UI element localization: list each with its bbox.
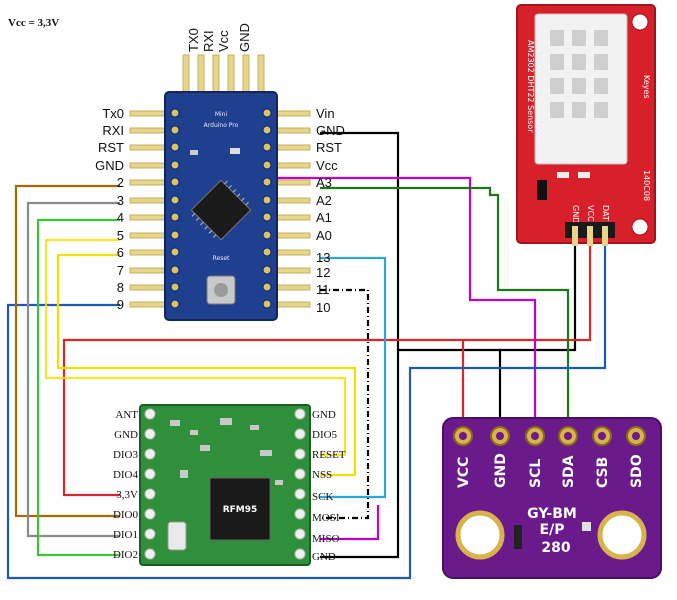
wire-reset [44,238,347,457]
arduino-left-pin-7: 5 [117,228,124,243]
lora-right-pin-5: MOSI [312,512,340,524]
bme-pin-0: VCC [456,457,472,488]
arduino-right-pin-11: 10 [316,300,330,315]
wire-vcc-lora [62,338,463,497]
lora-right-pin-0: GND [312,409,336,421]
bme-pin-1: GND [493,453,509,488]
dht-pin-2: DAT [601,205,610,221]
mount-hole-left [455,510,505,560]
lora-left-pin-0: ANT [115,409,138,421]
dht-pin-0: GND [571,205,580,223]
wire-mosi [320,288,370,520]
lora-right-pin-7: GND [312,551,336,563]
arduino-right-pin-8: 13 [316,250,330,265]
arduino-right-pin-3: Vcc [316,158,338,173]
arduino-pro-mini: Mini Arduino Pro Reset [129,54,311,321]
arduino-left-pin-1: RXI [102,123,124,138]
arduino-left-pin-11: 9 [117,297,124,312]
arduino-left-pin-2: RST [98,140,124,155]
lora-left-pin-5: DIO0 [113,509,139,521]
arduino-left-pin-8: 6 [117,245,124,260]
arduino-right-pin-10: 11 [316,282,330,297]
wires [6,131,607,580]
wire-sck [320,256,387,499]
lora-right-pin-1: DIO5 [312,429,338,441]
lora-module: RFM95 [139,404,311,566]
arduino-left-pin-3: GND [95,158,124,173]
arduino-mcu-chip [190,179,252,241]
arduino-reset-text: Reset [213,255,230,262]
arduino-right-pin-2: RST [316,140,342,155]
bme-title-3: 280 [541,540,570,556]
arduino-sub-text: Mini [215,111,228,118]
lora-left-pin-4: 3,3V [116,489,138,501]
bme-pin-5: SDO [629,454,645,488]
dht-brand-text: Keyes [642,75,651,99]
arduino-left-pin-10: 8 [117,280,124,295]
wire-vcc-bme [461,240,592,432]
arduino-top-pin-2: Vcc [216,30,231,52]
arduino-right-pin-9: 12 [316,265,330,280]
dht-code-text: 140C08 [642,170,651,201]
lora-left-pin-7: DIO2 [113,549,138,561]
lora-left-labels: ANT GND DIO3 DIO4 3,3V DIO0 DIO1 DIO2 [113,409,139,561]
arduino-right-pin-5: A2 [316,193,332,208]
arduino-board-text: Arduino Pro [204,122,239,129]
lora-chip [209,477,271,541]
arduino-left-labels: Tx0 RXI RST GND 2 3 4 5 6 7 8 9 [95,106,124,312]
arduino-right-labels: Vin GND RST Vcc A3 A2 A1 A0 13 12 11 10 [316,106,345,315]
arduino-right-pin-0: Vin [316,106,335,121]
bme-title-1: GY-BM [527,506,577,522]
arduino-right-pin-7: A0 [316,228,332,243]
wire-sda [320,186,570,432]
lora-right-pin-4: SCK [312,491,333,503]
lora-right-pin-3: NSS [312,469,332,481]
wire-gnd-lora [320,350,400,559]
dht-side-text: AM2302 DHT22 Sensor [526,40,535,133]
arduino-top-pin-1: RXI [201,30,216,52]
arduino-right-pin-1: GND [316,123,345,138]
bme-pin-4: CSB [595,457,611,488]
lora-right-pin-6: MISO [312,533,340,545]
arduino-left-pin-4: 2 [117,175,124,190]
wire-nss [56,253,357,477]
wire-dat [6,240,607,580]
bme-pin-2: SCL [528,459,544,488]
arduino-left-pin-6: 4 [117,210,124,225]
arduino-left-pin-9: 7 [117,263,124,278]
arduino-top-pin-0: TX0 [186,28,201,52]
lora-right-pin-2: RESET [312,449,346,461]
wire-miso [320,505,380,541]
wire-dio0 [14,184,120,518]
arduino-left-pin-5: 3 [117,193,124,208]
arduino-left-pin-0: Tx0 [102,106,124,121]
arduino-top-labels: TX0 RXI Vcc GND [186,23,252,52]
lora-left-pin-1: GND [114,429,138,441]
lora-left-pin-6: DIO1 [113,529,138,541]
arduino-right-pin-6: A1 [316,210,332,225]
arduino-right-pin-4: A3 [316,175,332,190]
lora-left-pin-2: DIO3 [113,449,139,461]
lora-right-labels: GND DIO5 RESET NSS SCK MOSI MISO GND [312,409,346,563]
dht-pin-1: VCC [586,205,595,222]
wire-scl [268,176,537,432]
bme-title-2: E/P [540,522,565,538]
vcc-note: Vcc = 3,3V [8,17,59,29]
bme-pin-3: SDA [561,455,577,488]
lora-chip-text: RFM95 [223,505,258,515]
mount-hole-right [597,510,647,560]
arduino-top-pin-3: GND [237,23,252,52]
bme280-module: VCC GND SCL SDA CSB SDO GY-BM E/P 280 [442,417,662,579]
wire-gnd-dht [500,240,577,352]
wire-dio1 [26,201,120,538]
lora-left-pin-3: DIO4 [113,469,139,481]
reset-button-cap[interactable] [214,283,228,297]
dht22-sensor: AM2302 DHT22 Sensor Keyes 140C08 GND VCC… [516,4,656,246]
wire-dio2 [36,218,120,557]
